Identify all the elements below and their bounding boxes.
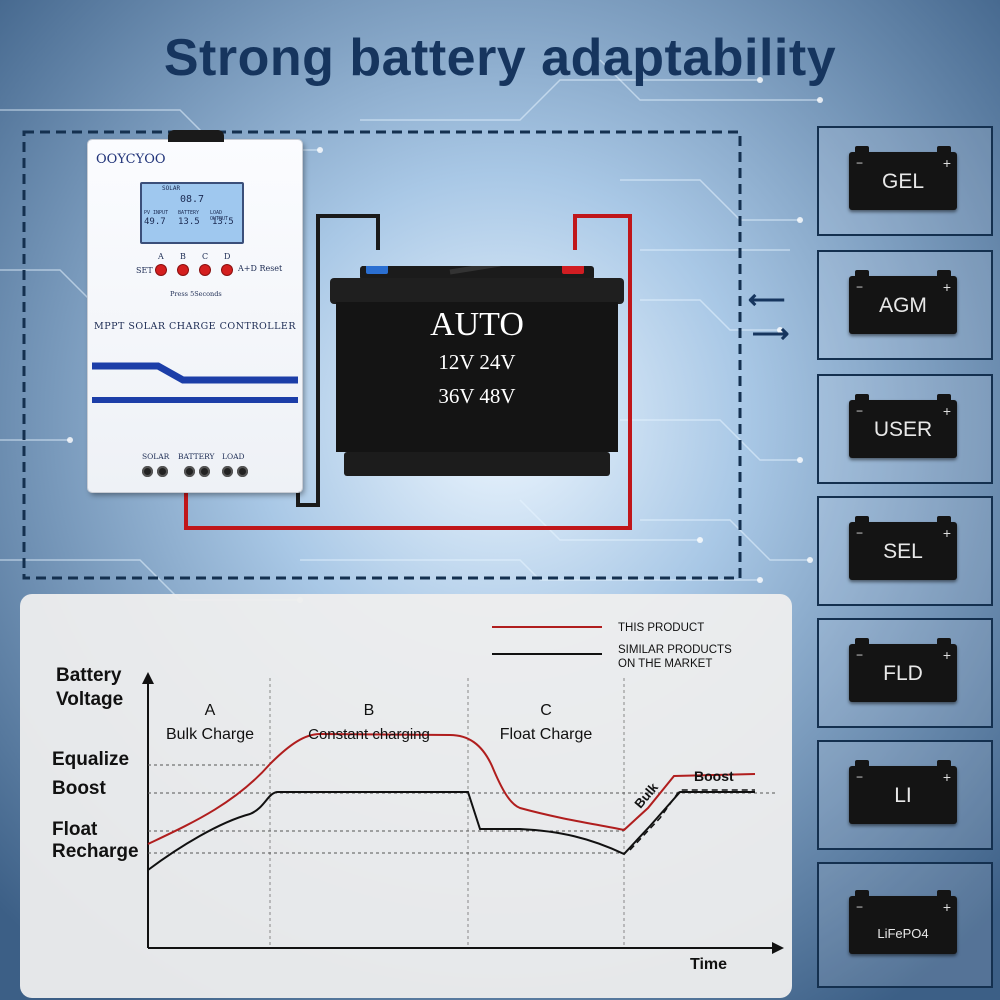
battery-type-label: LI <box>894 784 912 807</box>
battery-type-label: USER <box>873 418 933 441</box>
battery-icon: −+ SEL <box>849 516 957 580</box>
boost-annotation: Boost <box>694 768 734 784</box>
battery-icon: −+ USER <box>849 394 957 458</box>
battery-type-label: SEL <box>883 540 923 563</box>
terminal-solar-pos <box>142 466 153 477</box>
terminal-solar-neg <box>157 466 168 477</box>
battery: AUTO 12V 24V 36V 48V <box>330 266 624 480</box>
battery-type-lifepo4[interactable]: −+ LiFePO4 <box>817 862 993 988</box>
terminal-load-neg <box>237 466 248 477</box>
phase-a-letter: A <box>204 702 216 719</box>
battery-voltages-2: 36V 48V <box>438 384 516 408</box>
button-a[interactable] <box>156 265 166 275</box>
arrow-right-icon: ⟶ <box>752 318 790 348</box>
button-c[interactable] <box>200 265 210 275</box>
battery-voltages-1: 12V 24V <box>438 350 516 374</box>
battery-type-user[interactable]: −+ USER <box>817 374 993 484</box>
level-float: Float <box>52 819 98 840</box>
legend-similar-1: SIMILAR PRODUCTS <box>618 644 732 656</box>
battery-type-label: AGM <box>879 294 927 317</box>
battery-type-label: LiFePO4 <box>877 926 929 941</box>
button-label-a: A <box>158 252 164 261</box>
level-recharge: Recharge <box>52 841 139 862</box>
controller-hanger <box>168 130 224 142</box>
battery-type-agm[interactable]: −+ AGM <box>817 250 993 360</box>
controller-brand: OOYCYOO <box>96 152 166 167</box>
lcd-batt-value: 13.5 <box>178 217 200 227</box>
phase-c-letter: C <box>540 702 552 719</box>
arrow-left-icon: ⟵ <box>748 284 786 314</box>
battery-type-sel[interactable]: −+ SEL <box>817 496 993 606</box>
terminal-label-battery: BATTERY <box>178 452 215 461</box>
lcd-batt-label: BATTERY <box>178 210 200 216</box>
level-equalize: Equalize <box>52 749 130 770</box>
set-label: SET <box>136 266 153 275</box>
terminal-battery-neg <box>199 466 210 477</box>
battery-type-label: GEL <box>881 170 925 193</box>
terminal-label-solar: SOLAR <box>142 452 170 461</box>
battery-icon: −+ GEL <box>849 146 957 210</box>
terminal-load-pos <box>222 466 233 477</box>
x-axis-title: Time <box>690 956 728 973</box>
battery-type-gel[interactable]: −+ GEL <box>817 126 993 236</box>
y-axis-title-1: Battery <box>56 665 122 686</box>
button-label-d: D <box>224 252 231 261</box>
lcd-load-label: LOAD OUTPUT <box>210 210 229 222</box>
reset-label: A+D Reset <box>238 264 283 273</box>
phase-c-name: Float Charge <box>499 726 593 743</box>
button-label-b: B <box>180 252 186 261</box>
phase-a-name: Bulk Charge <box>165 726 255 743</box>
lcd-solar-label: SOLAR <box>162 185 181 192</box>
page-title: Strong battery adaptability <box>163 29 837 87</box>
charging-curve-panel: Battery Voltage Equalize Boost Float Rec… <box>20 594 792 998</box>
y-axis-title-2: Voltage <box>56 689 124 710</box>
button-d[interactable] <box>222 265 232 275</box>
press-label: Press 5Seconds <box>170 290 222 298</box>
terminal-label-load: LOAD <box>222 452 245 461</box>
button-b[interactable] <box>178 265 188 275</box>
battery-mode: AUTO <box>430 306 524 343</box>
battery-type-label: FLD <box>883 662 923 685</box>
controller-name: MPPT SOLAR CHARGE CONTROLLER <box>94 321 296 332</box>
legend-this-product: THIS PRODUCT <box>618 622 705 634</box>
controller-lcd: SOLAR 08.7 PV INPUT BATTERY LOAD OUTPUT … <box>140 182 244 244</box>
battery-type-li[interactable]: −+ LI <box>817 740 993 850</box>
button-label-c: C <box>202 252 209 261</box>
lcd-pv-label: PV INPUT <box>144 210 169 216</box>
lcd-batt-value-2: 13.5 <box>212 217 234 227</box>
battery-icon: −+ LiFePO4 <box>849 890 957 954</box>
legend-similar-2: ON THE MARKET <box>618 658 713 670</box>
level-boost: Boost <box>52 778 106 799</box>
charging-curve-chart <box>142 626 784 954</box>
terminal-battery-pos <box>184 466 195 477</box>
controller-stripes <box>92 362 298 403</box>
lcd-soc-value: 08.7 <box>180 194 205 205</box>
battery-type-fld[interactable]: −+ FLD <box>817 618 993 728</box>
lcd-pv-value: 49.7 <box>144 217 166 227</box>
phase-b-name: Constant charging <box>308 726 430 743</box>
battery-icon: −+ LI <box>849 760 957 824</box>
battery-icon: −+ FLD <box>849 638 957 702</box>
battery-icon: −+ AGM <box>849 270 957 334</box>
battery-body <box>330 266 624 476</box>
charge-controller: OOYCYOO SOLAR 08.7 PV INPUT BATTERY LOAD… <box>88 130 302 492</box>
phase-b-letter: B <box>363 702 375 719</box>
